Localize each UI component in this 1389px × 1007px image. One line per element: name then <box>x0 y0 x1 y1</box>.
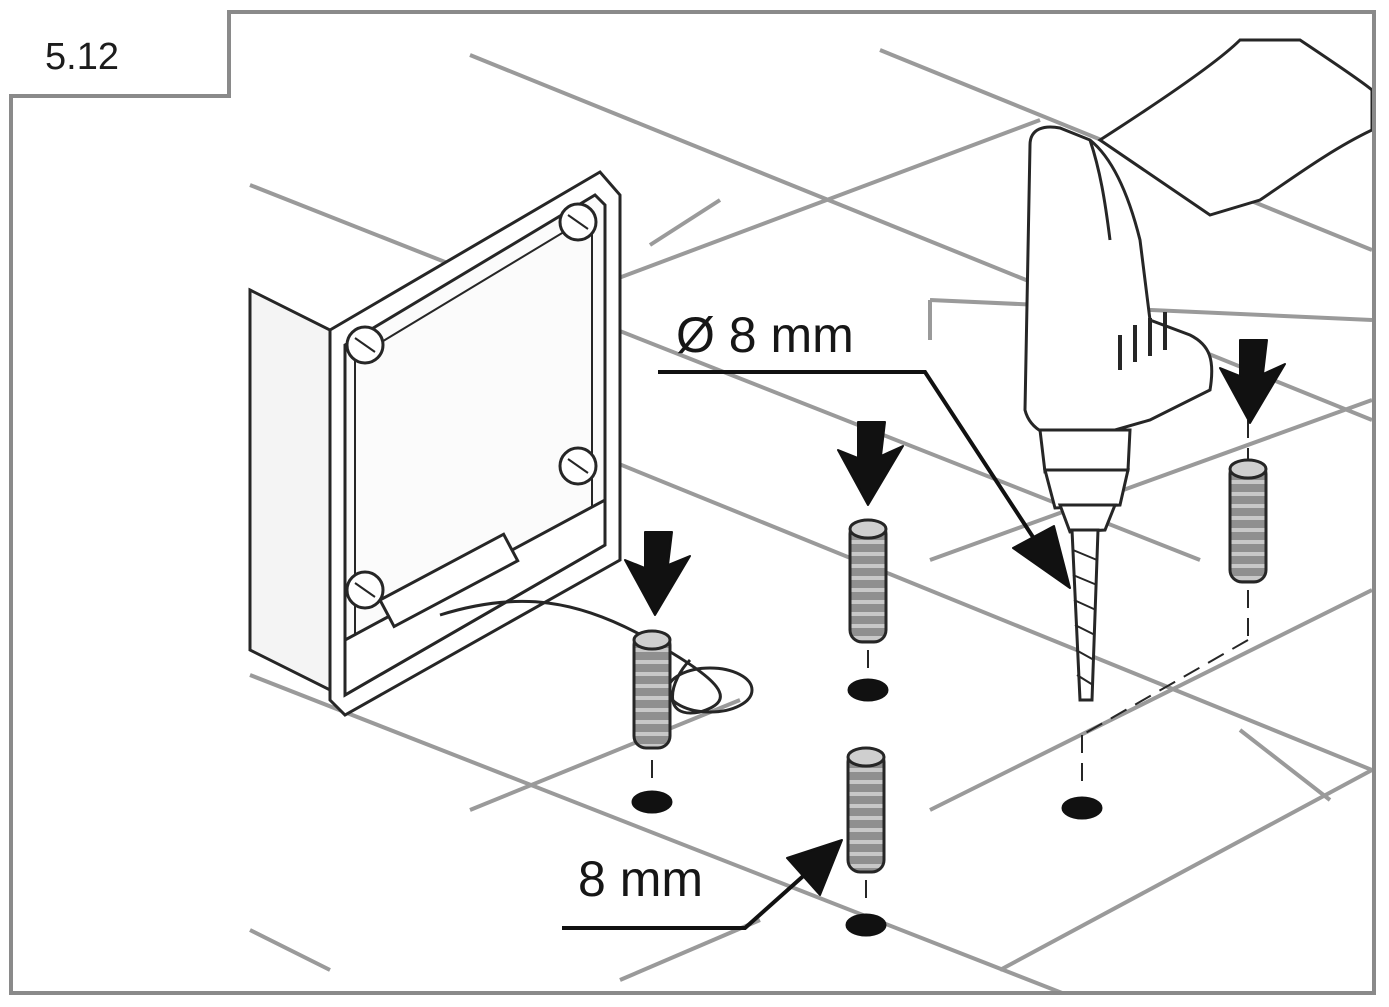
step-number: 5.12 <box>45 36 119 78</box>
leader-arrowhead-icon <box>786 839 843 896</box>
insert-arrows <box>624 339 1286 616</box>
insert-arrow-icon <box>624 531 691 616</box>
step-number-box: 5.12 <box>9 10 231 98</box>
leader-arrowhead-icon <box>1012 525 1071 589</box>
plug-size-label: 8 mm <box>578 851 703 907</box>
insert-arrow-icon <box>837 421 904 506</box>
wall-plug-2 <box>848 518 888 644</box>
callout-leaders <box>562 370 1050 930</box>
floor-tiles <box>249 48 1372 991</box>
wall-plug-3 <box>846 746 886 874</box>
wall-plugs <box>632 458 1268 874</box>
unit-housing <box>248 170 754 717</box>
wall-plug-1 <box>632 629 672 750</box>
drill-bit-diameter-label: Ø 8 mm <box>676 307 854 363</box>
bracket-screws <box>345 202 598 610</box>
alignment-lines <box>651 420 1249 905</box>
wall-plug-4 <box>1228 458 1268 584</box>
insert-arrow-icon <box>1219 339 1286 424</box>
drilled-holes <box>631 678 1103 937</box>
vent-slots <box>1118 312 1167 370</box>
power-drill <box>1023 38 1372 702</box>
